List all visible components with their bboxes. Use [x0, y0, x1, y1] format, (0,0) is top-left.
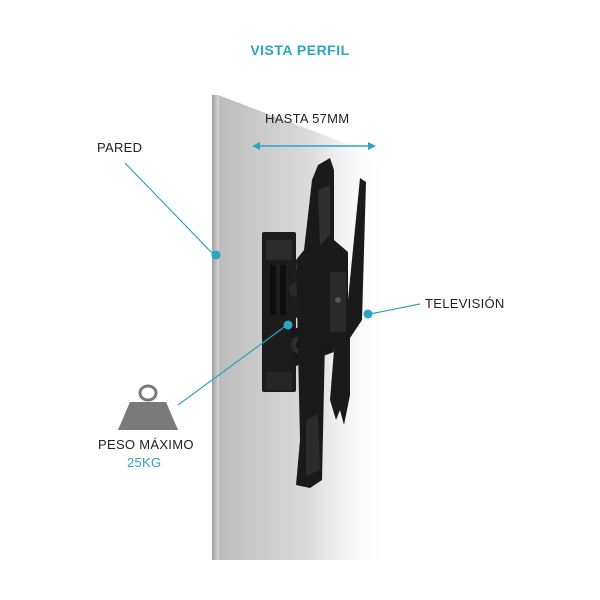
page-title: VISTA PERFIL: [250, 42, 350, 58]
wall-plate: [262, 232, 296, 392]
callout-tv: [363, 303, 421, 319]
wall-label: PARED: [97, 140, 143, 155]
callout-mount: [177, 320, 293, 406]
max-weight-value: 25KG: [127, 455, 162, 470]
tv-bracket: [296, 158, 366, 488]
weight-icon: [118, 384, 178, 430]
max-weight-label: PESO MÁXIMO: [98, 437, 194, 452]
tv-label: TELEVISIÓN: [425, 296, 505, 311]
depth-arrow: [252, 142, 376, 150]
callout-wall: [124, 162, 221, 260]
depth-label: HASTA 57MM: [265, 111, 350, 126]
